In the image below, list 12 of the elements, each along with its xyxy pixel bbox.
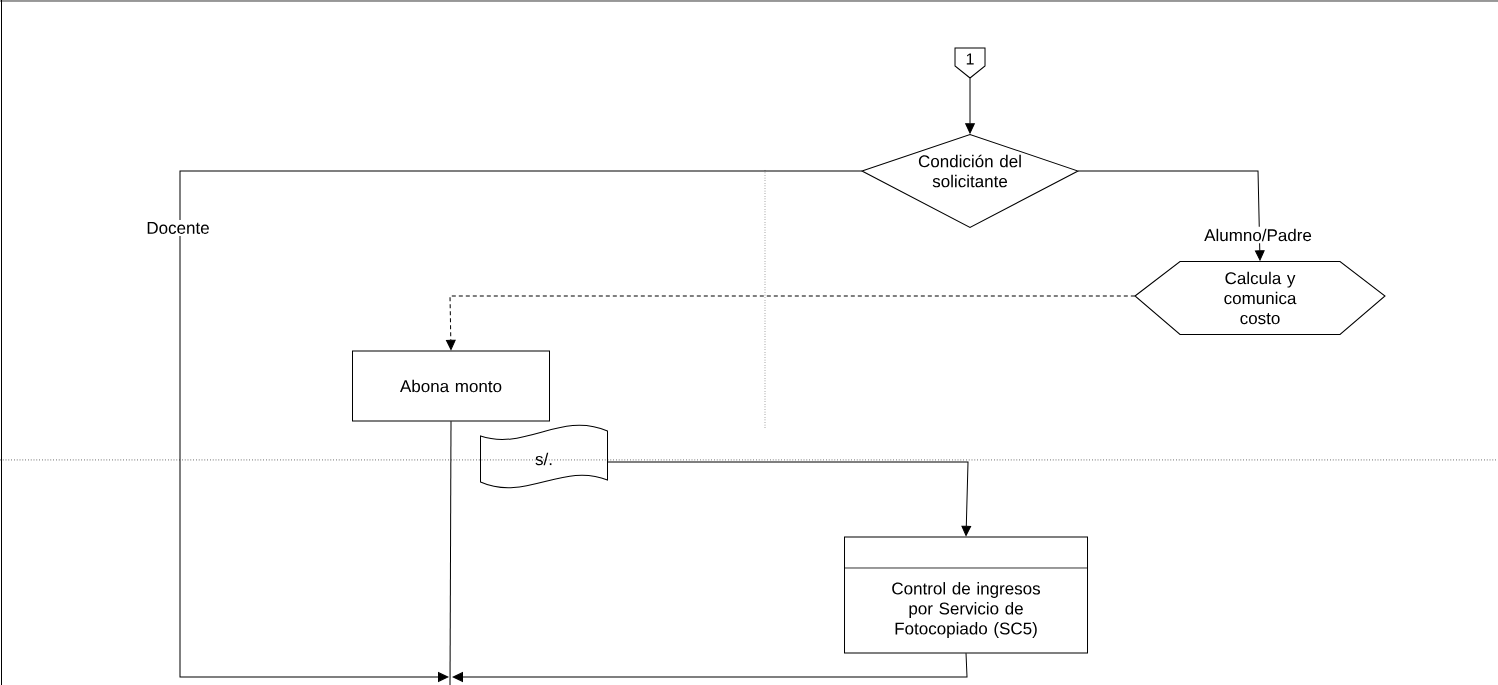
off-page-connector: 1 [954,47,986,79]
arrow [965,77,975,134]
arrow [445,295,1136,351]
arrow [452,652,968,682]
arrow [179,170,863,682]
arrow [1077,170,1265,261]
process-box: Control de ingresos por Servicio de Fotocopiado (SC5) [844,536,1088,654]
edge-label: Alumno/Padre [1202,226,1314,244]
arrow [607,461,972,537]
preparation-hexagon: Calcula y comunica costo [1134,261,1386,335]
edge-label: Docente [144,220,212,236]
process-box: Abona monto [352,350,550,422]
